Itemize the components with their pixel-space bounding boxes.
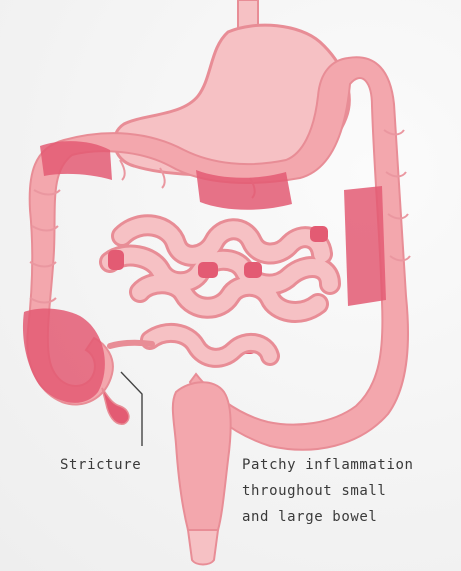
rectum <box>173 382 231 530</box>
appendix <box>102 388 129 424</box>
anal-canal <box>188 530 218 565</box>
ileum-to-cecum <box>110 343 152 346</box>
patchy-inflammation-label-line-1: Patchy inflammation <box>242 452 414 478</box>
small-bowel-patch-2 <box>198 262 218 278</box>
inflamed-patch-hepatic <box>40 141 112 180</box>
inflamed-patch-cecum <box>23 309 105 403</box>
terminal-ileum-fill <box>150 333 270 358</box>
patchy-inflammation-label-line-2: throughout small <box>242 478 414 504</box>
small-intestine <box>110 225 330 312</box>
small-bowel-patch-4 <box>310 226 328 242</box>
small-bowel-patch-1 <box>108 250 124 270</box>
patchy-inflammation-label: Patchy inflammation throughout small and… <box>242 452 414 530</box>
patchy-inflammation-label-line-3: and large bowel <box>242 504 414 530</box>
stricture-label: Stricture <box>60 452 141 478</box>
inflamed-patch-descending <box>344 186 386 306</box>
small-bowel-patch-3 <box>244 262 262 278</box>
